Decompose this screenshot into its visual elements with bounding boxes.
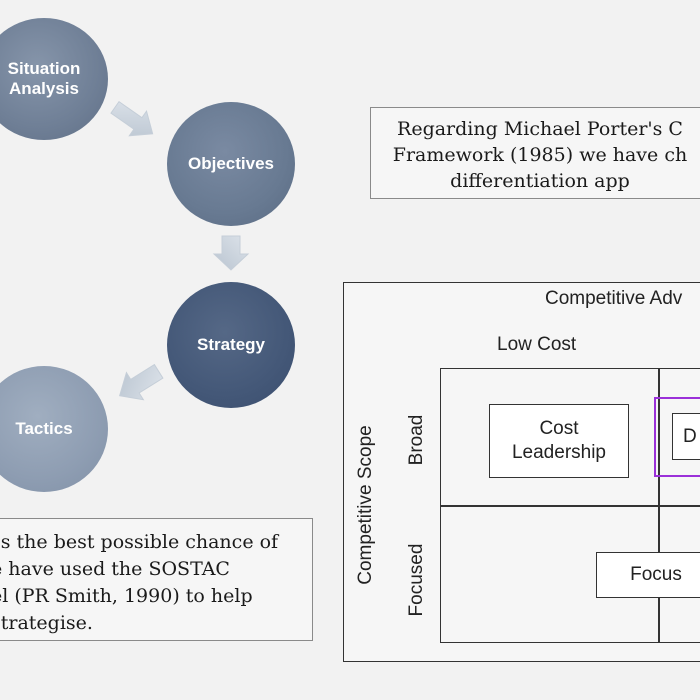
grid-horizontal-divider xyxy=(440,505,700,507)
differentiation-label: D xyxy=(683,425,697,447)
cost-leadership-line-2: Leadership xyxy=(511,442,607,463)
sostac-line-3: el (PR Smith, 1990) to help xyxy=(0,585,253,607)
porter-framework-textbox: Regarding Michael Porter's C Framework (… xyxy=(370,107,700,199)
objectives-label: Objectives xyxy=(188,154,274,173)
focus-box: Focus xyxy=(596,552,700,598)
sostac-line-4: strategise. xyxy=(0,612,93,634)
cost-leadership-line-1: Cost xyxy=(539,418,579,439)
situation-analysis-label: Situation Analysis xyxy=(7,59,81,98)
tactics-circle: Tactics xyxy=(0,366,108,492)
broad-label: Broad xyxy=(406,414,427,466)
low-cost-label: Low Cost xyxy=(497,334,577,355)
sostac-textbox: ss the best possible chance of e have us… xyxy=(0,518,313,641)
cost-leadership-box: Cost Leadership xyxy=(489,404,629,478)
porter-line-2: Framework (1985) we have ch xyxy=(392,144,688,166)
strategy-circle: Strategy xyxy=(167,282,295,408)
porter-line-3: differentiation app xyxy=(450,170,630,192)
situation-analysis-circle: Situation Analysis xyxy=(0,18,108,140)
matrix-title: Competitive Adv xyxy=(545,288,683,309)
arrow-strategy-to-tactics xyxy=(119,363,164,401)
strategy-label: Strategy xyxy=(196,335,266,354)
arrow-situation-to-objectives xyxy=(110,100,154,137)
arrow-objectives-to-strategy xyxy=(212,235,250,271)
focus-label: Focus xyxy=(630,564,682,585)
competitive-scope-label: Competitive Scope xyxy=(355,425,376,585)
differentiation-highlight xyxy=(654,397,700,477)
sostac-line-2: e have used the SOSTAC xyxy=(0,558,230,580)
objectives-circle: Objectives xyxy=(167,102,295,226)
differentiation-box: D xyxy=(672,413,700,460)
porter-line-1: Regarding Michael Porter's C xyxy=(397,118,683,140)
tactics-label: Tactics xyxy=(15,419,73,438)
focused-label: Focused xyxy=(406,543,427,617)
sostac-line-1: ss the best possible chance of xyxy=(0,531,279,553)
